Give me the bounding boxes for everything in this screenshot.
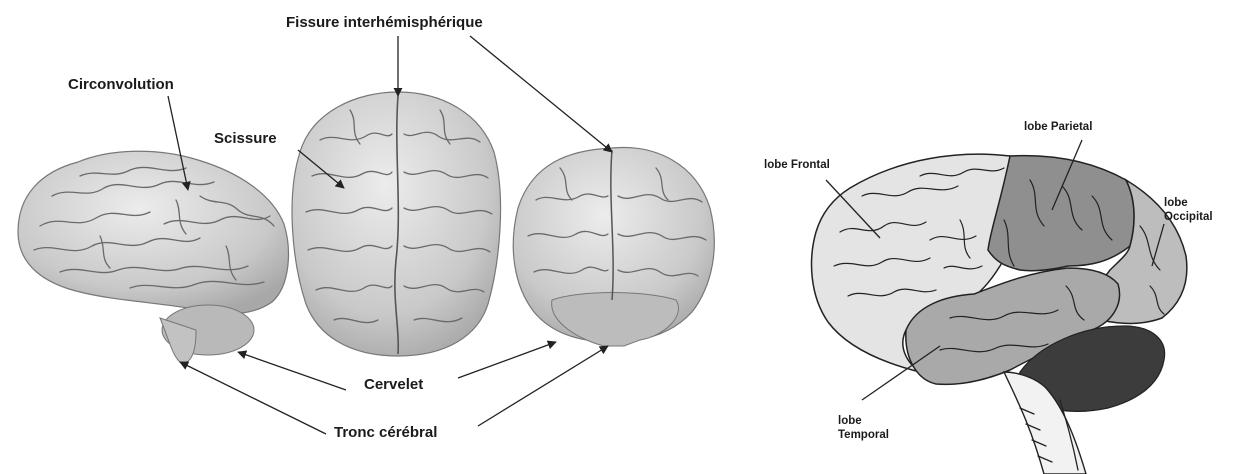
arrow-tronc-right — [478, 346, 608, 426]
arrow-cervelet-right — [458, 342, 556, 378]
label-lobe-temporal: lobe Temporal — [838, 414, 889, 442]
label-lobe-occipital-line2: Occipital — [1164, 210, 1213, 224]
label-tronc-cerebral: Tronc cérébral — [334, 424, 437, 441]
arrow-tronc-left — [180, 362, 326, 434]
label-cervelet: Cervelet — [364, 376, 423, 393]
arrow-fissure-posterior — [470, 36, 612, 152]
label-lobe-occipital: lobe Occipital — [1164, 196, 1213, 224]
label-scissure: Scissure — [214, 130, 277, 147]
label-lobe-temporal-line2: Temporal — [838, 428, 889, 442]
posterior-brain-view — [513, 148, 714, 347]
arrow-cervelet-left — [238, 352, 346, 390]
label-lobe-frontal: lobe Frontal — [764, 158, 830, 172]
parietal-lobe — [988, 156, 1134, 271]
superior-brain-view — [292, 92, 501, 356]
lateral-brain-view — [18, 151, 288, 364]
label-lobe-parietal: lobe Parietal — [1024, 120, 1092, 134]
label-lobe-occipital-line1: lobe — [1164, 196, 1213, 210]
label-circonvolution: Circonvolution — [68, 76, 174, 93]
posterior-cerebellum — [552, 293, 679, 347]
label-fissure-interhemispherique: Fissure interhémisphérique — [286, 14, 483, 31]
label-lobe-temporal-line1: lobe — [838, 414, 889, 428]
lateral-cerebrum — [18, 151, 288, 314]
